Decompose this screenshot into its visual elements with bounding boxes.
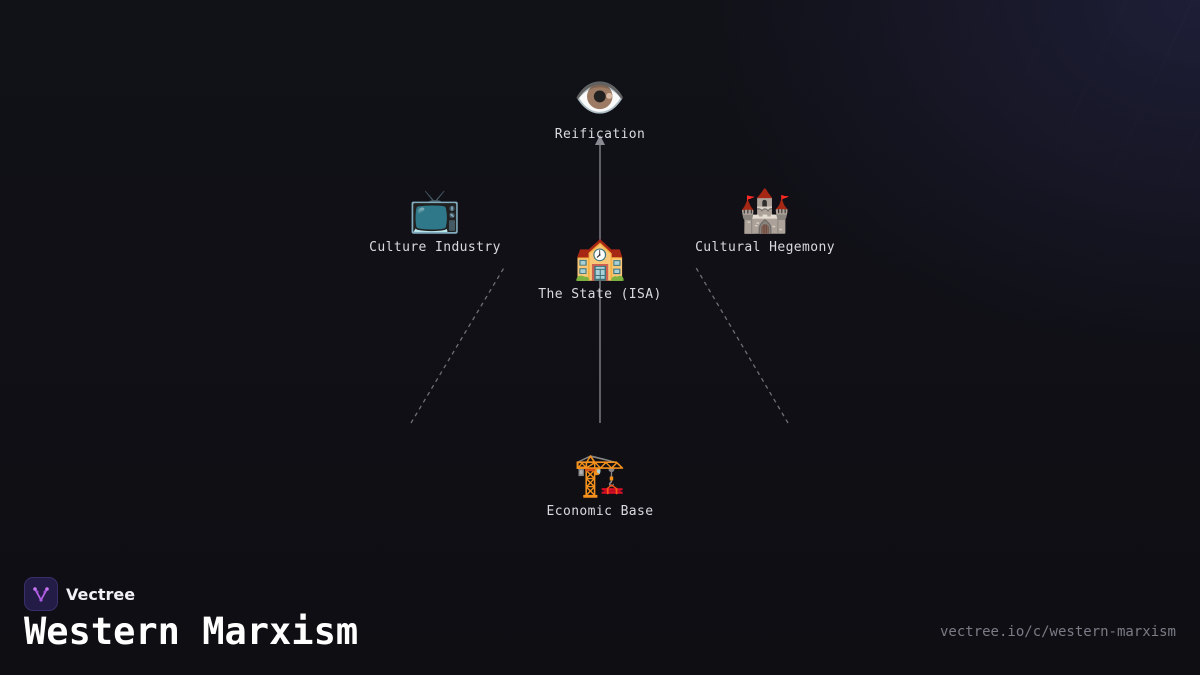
brand-name: Vectree xyxy=(66,584,136,604)
brand[interactable]: Vectree xyxy=(24,577,135,611)
edge-economic-base-to-culture-industry xyxy=(410,265,506,424)
construction-crane-icon: 🏗️ xyxy=(573,450,627,499)
vectree-logo-icon xyxy=(24,577,58,611)
page-title: Western Marxism xyxy=(24,610,359,653)
node-label: Cultural Hegemony xyxy=(695,240,835,255)
node-label: Culture Industry xyxy=(369,240,501,255)
television-icon: 📺 xyxy=(408,186,462,235)
eye-icon: 👁️ xyxy=(573,73,627,122)
page-url-link[interactable]: vectree.io/c/western-marxism xyxy=(939,624,1176,640)
node-the-state[interactable]: 🏫 The State (ISA) xyxy=(538,233,661,302)
node-culture-industry[interactable]: 📺 Culture Industry xyxy=(369,186,501,255)
node-label: Economic Base xyxy=(546,504,654,519)
node-label: The State (ISA) xyxy=(538,287,662,302)
node-economic-base[interactable]: 🏗️ Economic Base xyxy=(547,450,654,519)
node-label: Reification xyxy=(554,127,646,142)
node-cultural-hegemony[interactable]: 🏰 Cultural Hegemony xyxy=(695,186,835,255)
castle-icon: 🏰 xyxy=(738,186,792,235)
edge-economic-base-to-cultural-hegemony xyxy=(694,265,789,424)
school-icon: 🏫 xyxy=(573,233,627,282)
node-reification[interactable]: 👁️ Reification xyxy=(555,73,646,142)
